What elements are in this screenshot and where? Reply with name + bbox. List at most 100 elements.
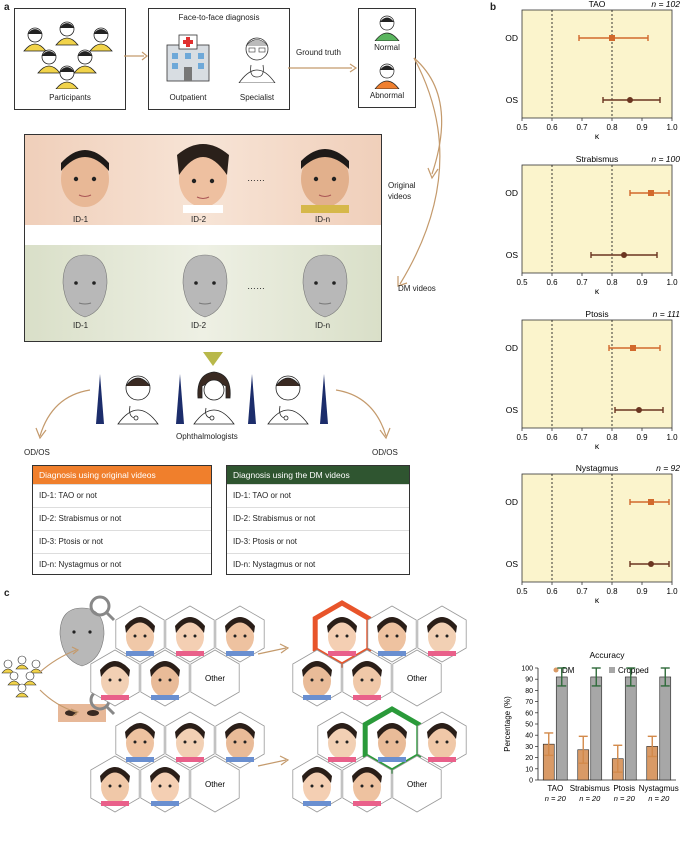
child-face-skin [378, 727, 406, 759]
odos-left-label: OD/OS [24, 448, 50, 457]
child-face-eye [310, 784, 314, 788]
normal-label: Normal [374, 43, 400, 52]
participant-head [25, 671, 35, 681]
child-face-eye [243, 740, 247, 744]
child-face-skin [428, 621, 456, 653]
child-face-skin [303, 665, 331, 697]
child-face-hair [352, 661, 382, 677]
forest-tick-label: 0.5 [516, 433, 528, 442]
child-face-shirt [303, 695, 331, 700]
n-label: n = 20 [545, 794, 567, 803]
forest-estimate-marker [648, 561, 654, 567]
forest-tick-label: 0.9 [636, 587, 648, 596]
forest-tick-label: 1.0 [666, 587, 678, 596]
legend-label: DM [562, 666, 575, 675]
hexagon-child-photo [352, 767, 382, 806]
child-face-shirt [378, 651, 406, 656]
diagnosis-dm-row: ID-n: Nystagmus or not [227, 553, 409, 576]
child-face-skin [126, 727, 154, 759]
child-face-eye [193, 634, 197, 638]
diagnosis-dm-row: ID-3: Ptosis or not [227, 530, 409, 553]
hexagon-cell [190, 649, 240, 707]
result-arrow-head [279, 755, 290, 766]
forest-n-label: n = 92 [656, 463, 680, 473]
child-face-shirt [428, 651, 456, 656]
result-arrow [257, 759, 287, 767]
panel-letter-c: c [4, 588, 10, 599]
child-face-hair [302, 767, 332, 783]
ophthalmologists-label: Ophthalmologists [176, 432, 238, 441]
forest-xlabel: κ [595, 441, 600, 451]
child-face-shirt [151, 801, 179, 806]
child-face-eye [158, 784, 162, 788]
dm-mask-n [302, 254, 348, 318]
result-arrow [257, 647, 287, 655]
participants-group-icon [23, 21, 113, 90]
dm-videos-label: DM videos [398, 284, 436, 293]
y-tick-label: 70 [525, 699, 533, 706]
child-face-eye [435, 740, 439, 744]
child-face-eye [335, 634, 339, 638]
odos-right-label: OD/OS [372, 448, 398, 457]
diagnosis-original-title: Diagnosis using original videos [33, 466, 211, 484]
forest-tick-label: 0.8 [606, 587, 618, 596]
y-tick-label: 30 [525, 744, 533, 751]
child-face-eye [385, 740, 389, 744]
child-face-hair [427, 617, 457, 633]
forest-estimate-marker [621, 252, 627, 258]
legend-label: Cropped [618, 666, 649, 675]
child-face-eye [133, 634, 137, 638]
child-face-eye [320, 784, 324, 788]
y-tick-label: 0 [529, 778, 533, 785]
x-tick-label: Nystagmus [639, 784, 679, 793]
hospital-icon [166, 34, 210, 82]
participant-head [17, 683, 27, 693]
dm-id-2: ID-2 [191, 321, 207, 330]
hexagon-child-photo [352, 661, 382, 700]
child-face-eye [108, 678, 112, 682]
forest-tick-label: 0.7 [576, 123, 588, 132]
dm-id-1: ID-1 [73, 321, 89, 330]
diagnosis-original-row: ID-n: Nystagmus or not [33, 553, 211, 576]
forest-estimate-marker [627, 97, 633, 103]
child-face-eye [445, 634, 449, 638]
result-arrow-head [279, 643, 290, 654]
ground-truth-box: Normal Abnormal [358, 8, 416, 108]
bar-cropped [624, 676, 637, 781]
flow-arrow [39, 649, 77, 673]
child-face-eye [345, 740, 349, 744]
magnifier-lens [89, 595, 111, 617]
participant-head [9, 671, 19, 681]
y-tick-label: 60 [525, 710, 533, 717]
diagnosis-dm-title: Diagnosis using the DM videos [227, 466, 409, 484]
forest-tick-label: 0.6 [546, 587, 558, 596]
hexagon-child-photo [225, 617, 255, 656]
child-face-shirt [303, 801, 331, 806]
child-face-eye [243, 634, 247, 638]
legend-marker-dm [553, 667, 559, 673]
child-face-skin [226, 727, 254, 759]
magnifier-icon [89, 595, 116, 622]
cropped-eyes-query [58, 704, 106, 722]
cropped-eye-right [87, 710, 99, 716]
diagnosis-original-box: Diagnosis using original videos ID-1: TA… [32, 465, 212, 575]
forest-estimate-marker [648, 499, 654, 505]
abnormal-label: Abnormal [369, 91, 405, 100]
dm-mask-query-eye [88, 630, 92, 634]
participant-body [15, 692, 29, 698]
original-id-1: ID-1 [73, 215, 89, 224]
hexagon-cell [190, 755, 240, 813]
forest-title: Nystagmus [576, 463, 619, 473]
legend-marker-cropped [609, 667, 615, 673]
child-face-eye [158, 678, 162, 682]
child-face-eye [345, 634, 349, 638]
hexagon-child-photo [327, 617, 357, 656]
hexagon-child-photo [175, 723, 205, 762]
participant-head [31, 659, 41, 669]
panel-letter-b: b [490, 2, 497, 13]
forest-title: Strabismus [576, 154, 619, 164]
child-face-hair [427, 723, 457, 739]
dm-mask-query-eye [72, 630, 76, 634]
diagnosis-original-row: ID-3: Ptosis or not [33, 530, 211, 553]
